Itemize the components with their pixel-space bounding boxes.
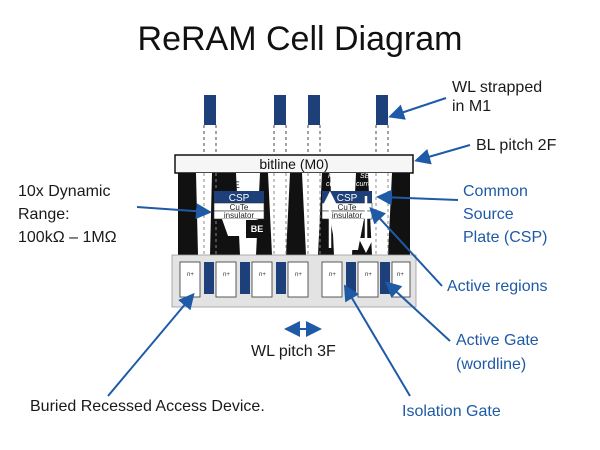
csp-text-left: CSP — [229, 193, 250, 204]
be-label: BE — [251, 224, 264, 234]
buried-device-label: Buried Recessed Access Device. — [30, 398, 265, 415]
arrow-buried-device — [107, 292, 195, 397]
csp-text-right: CSP — [337, 193, 358, 204]
reset-label: RESET — [328, 173, 352, 180]
set-label: SET — [360, 173, 374, 180]
strap-2 — [274, 95, 286, 125]
dynamic-range-label-1: 10x Dynamic — [18, 183, 110, 200]
strap-4 — [376, 95, 388, 125]
strap-1 — [204, 95, 216, 125]
cute-text-right: CuTe — [338, 203, 357, 212]
n-plus-6: n+ — [365, 272, 372, 278]
n-plus-4: n+ — [295, 272, 302, 278]
substrate: n+ n+ n+ n+ n+ n+ n+ — [171, 254, 417, 308]
active-gate-label-2: (wordline) — [456, 356, 526, 373]
be-block — [246, 220, 266, 238]
reset-current-label: current — [326, 181, 349, 188]
bitline-label: bitline (M0) — [259, 156, 328, 172]
arrow-active-gate — [385, 281, 451, 342]
csp-label-3: Plate (CSP) — [463, 229, 547, 246]
n-plus-2: n+ — [223, 272, 230, 278]
bl-pitch-label: BL pitch 2F — [476, 137, 557, 154]
cute-text-left: CuTe — [230, 203, 249, 212]
active-gate-label-1: Active Gate — [456, 332, 539, 349]
active-regions-label: Active regions — [447, 278, 548, 295]
right-memory-stack: RESET current SET current CSP CuTe insul… — [321, 173, 379, 253]
arrow-csp — [376, 189, 459, 206]
arrow-dynamic-range — [136, 203, 212, 220]
arrow-isolation-gate — [343, 284, 411, 397]
csp-label-2: Source — [463, 206, 514, 223]
arrow-wl-strapped — [388, 97, 447, 120]
n-plus-7: n+ — [397, 272, 404, 278]
dynamic-range-label-2: Range: — [18, 206, 70, 223]
csp-layer-left — [214, 191, 264, 203]
te-label: TE — [228, 180, 240, 190]
strap-3 — [308, 95, 320, 125]
left-memory-stack: TE CSP CuTe insulator BE — [213, 180, 266, 238]
arrow-bl-pitch — [414, 144, 471, 165]
insulator-text-left: insulator — [224, 211, 255, 220]
insulator-text-right: insulator — [332, 211, 363, 220]
set-current-label: current — [356, 181, 379, 188]
wl-straps — [203, 95, 389, 155]
n-plus-3: n+ — [259, 272, 266, 278]
isolation-gate-label: Isolation Gate — [402, 403, 501, 420]
wl-strapped-label-2: in M1 — [452, 98, 491, 115]
arrow-active-regions — [369, 207, 443, 287]
n-plus-1: n+ — [187, 272, 194, 278]
annotation-arrows — [107, 97, 471, 397]
csp-label-1: Common — [463, 183, 528, 200]
dynamic-range-label-3: 100kΩ – 1MΩ — [18, 229, 117, 246]
diagram-title: ReRAM Cell Diagram — [138, 20, 463, 58]
n-plus-5: n+ — [329, 272, 336, 278]
wl-pitch-label: WL pitch 3F — [251, 343, 336, 360]
wl-strapped-label-1: WL strapped — [452, 79, 542, 96]
